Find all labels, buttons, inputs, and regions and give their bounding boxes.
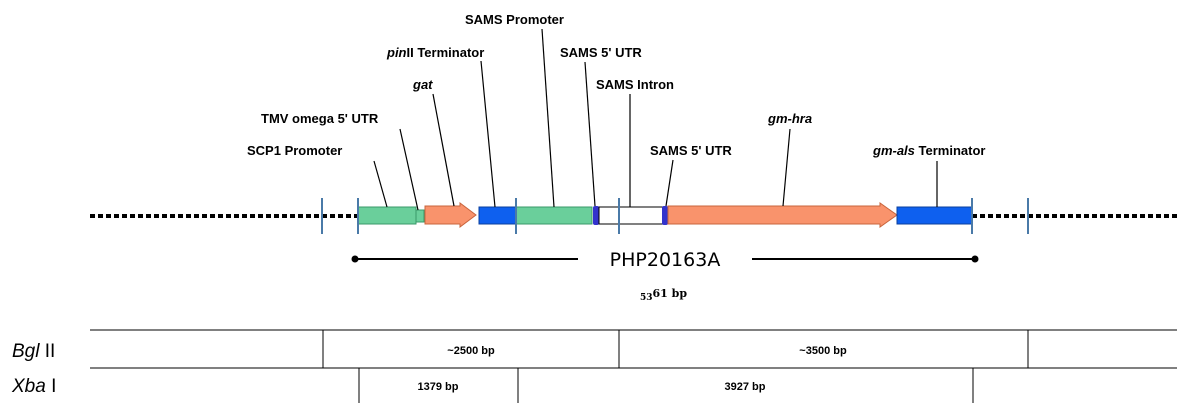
bglii-fragment-1: ~2500 bp [447, 345, 495, 357]
sams-5utr-2-leader [665, 159, 674, 207]
gat-leader [432, 93, 455, 207]
bglii-fragment-2: ~3500 bp [799, 345, 847, 357]
sams-promoter-leader [541, 28, 555, 208]
pinii-leader [480, 60, 496, 208]
pinii-terminator-box [478, 206, 517, 225]
label-gat: gat [412, 77, 433, 92]
label-sams-promoter: SAMS Promoter [465, 12, 564, 27]
gat-arrow [424, 202, 477, 228]
label-scp1-promoter: SCP1 Promoter [247, 143, 342, 158]
span-end-dot [971, 255, 979, 263]
label-tmv-omega: TMV omega 5' UTR [261, 111, 379, 126]
digest-table [90, 329, 1177, 403]
scp1-promoter-box [357, 206, 417, 225]
plasmid-name: PHP20163A [610, 249, 721, 271]
plasmid-span [351, 255, 979, 263]
label-sams-intron: SAMS Intron [596, 77, 674, 92]
tmv-leader [399, 128, 419, 211]
leader-lines [373, 28, 938, 211]
sams-5utr-2-box [662, 206, 668, 225]
gm-hra-leader [782, 128, 791, 207]
restriction-sites [321, 198, 1029, 234]
xbai-fragment-1: 1379 bp [418, 381, 459, 393]
enzyme-bglii: Bgl II [12, 341, 55, 362]
label-gm-als-terminator: gm-als Terminator [872, 143, 985, 158]
span-start-dot [351, 255, 359, 263]
scp1-leader [373, 160, 388, 208]
xbai-fragment-2: 3927 bp [725, 381, 766, 393]
gm-als-terminator-box [896, 206, 973, 225]
plasmid-size: 5361 bp [640, 287, 687, 303]
label-sams-5utr-2: SAMS 5' UTR [650, 143, 732, 158]
enzyme-xbai: Xba I [11, 376, 56, 397]
tmv-omega-utr-box [415, 209, 425, 223]
label-pinii-terminator: pinII Terminator [386, 45, 484, 60]
sams-intron-box [598, 206, 664, 225]
sams-promoter-box [515, 206, 593, 225]
label-gm-hra: gm-hra [767, 111, 812, 126]
label-sams-5utr-1: SAMS 5' UTR [560, 45, 642, 60]
sams-5utr-1-box [593, 206, 599, 225]
gm-hra-arrow [667, 202, 898, 228]
sams-5utr-1-leader [584, 61, 596, 207]
